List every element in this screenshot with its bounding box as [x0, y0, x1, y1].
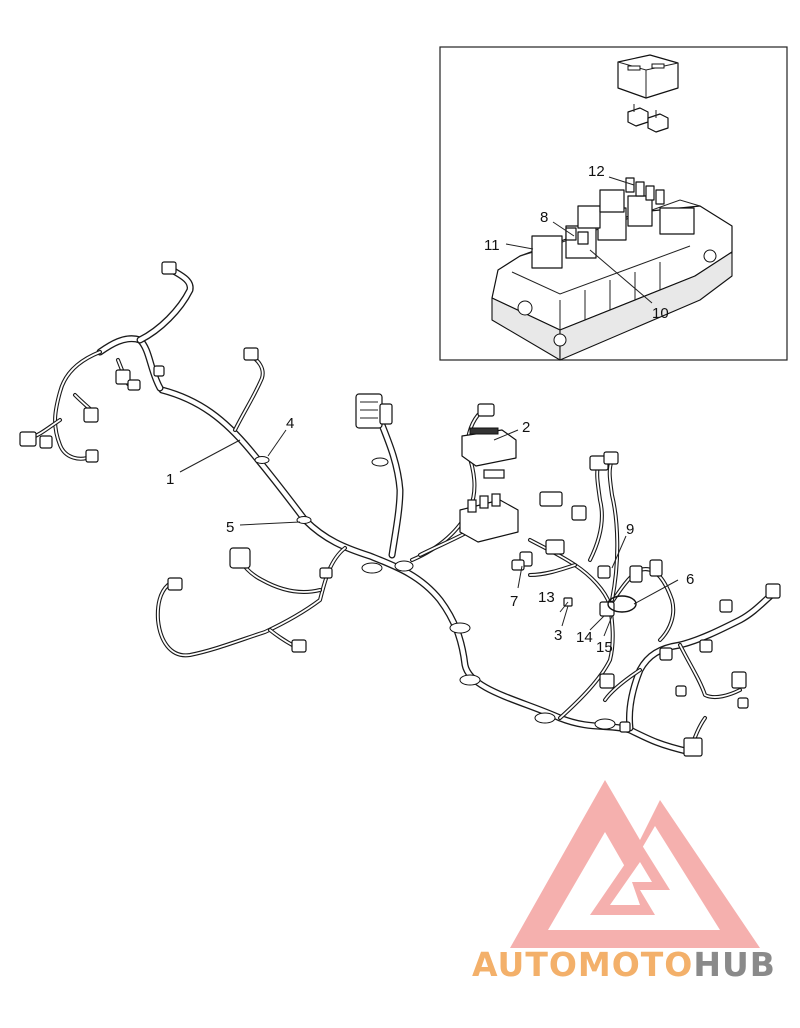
svg-text:AUTOMOTOHUB: AUTOMOTOHUB	[472, 945, 776, 984]
inset-panel: 12 8 11 10	[439, 46, 788, 361]
connectors	[19, 261, 781, 757]
callout-14: 14	[576, 629, 593, 646]
callout-15: 15	[596, 639, 613, 656]
watermark-moto: MOTO	[578, 945, 693, 984]
callout-12: 12	[588, 163, 605, 180]
callout-2: 2	[522, 419, 530, 436]
callout-leaders	[179, 429, 679, 637]
callout-10: 10	[652, 305, 669, 322]
fuse-holder	[617, 54, 679, 99]
callout-4: 4	[286, 415, 294, 432]
callout-1: 1	[166, 471, 174, 488]
callout-8: 8	[540, 209, 548, 226]
callout-13: 13	[538, 589, 555, 606]
fuse-relay-box	[491, 177, 733, 361]
callout-9: 9	[626, 521, 634, 538]
callout-7: 7	[510, 593, 518, 610]
callout-3: 3	[554, 627, 562, 644]
spare-fuses	[627, 104, 669, 133]
watermark-logo	[510, 780, 760, 948]
callout-5: 5	[226, 519, 234, 536]
watermark-text: AUTOMOTOHUB	[472, 945, 776, 984]
watermark-hub: HUB	[693, 945, 776, 984]
watermark-auto: AUTO	[472, 945, 578, 984]
callout-11: 11	[484, 237, 500, 254]
callout-6: 6	[686, 571, 694, 588]
